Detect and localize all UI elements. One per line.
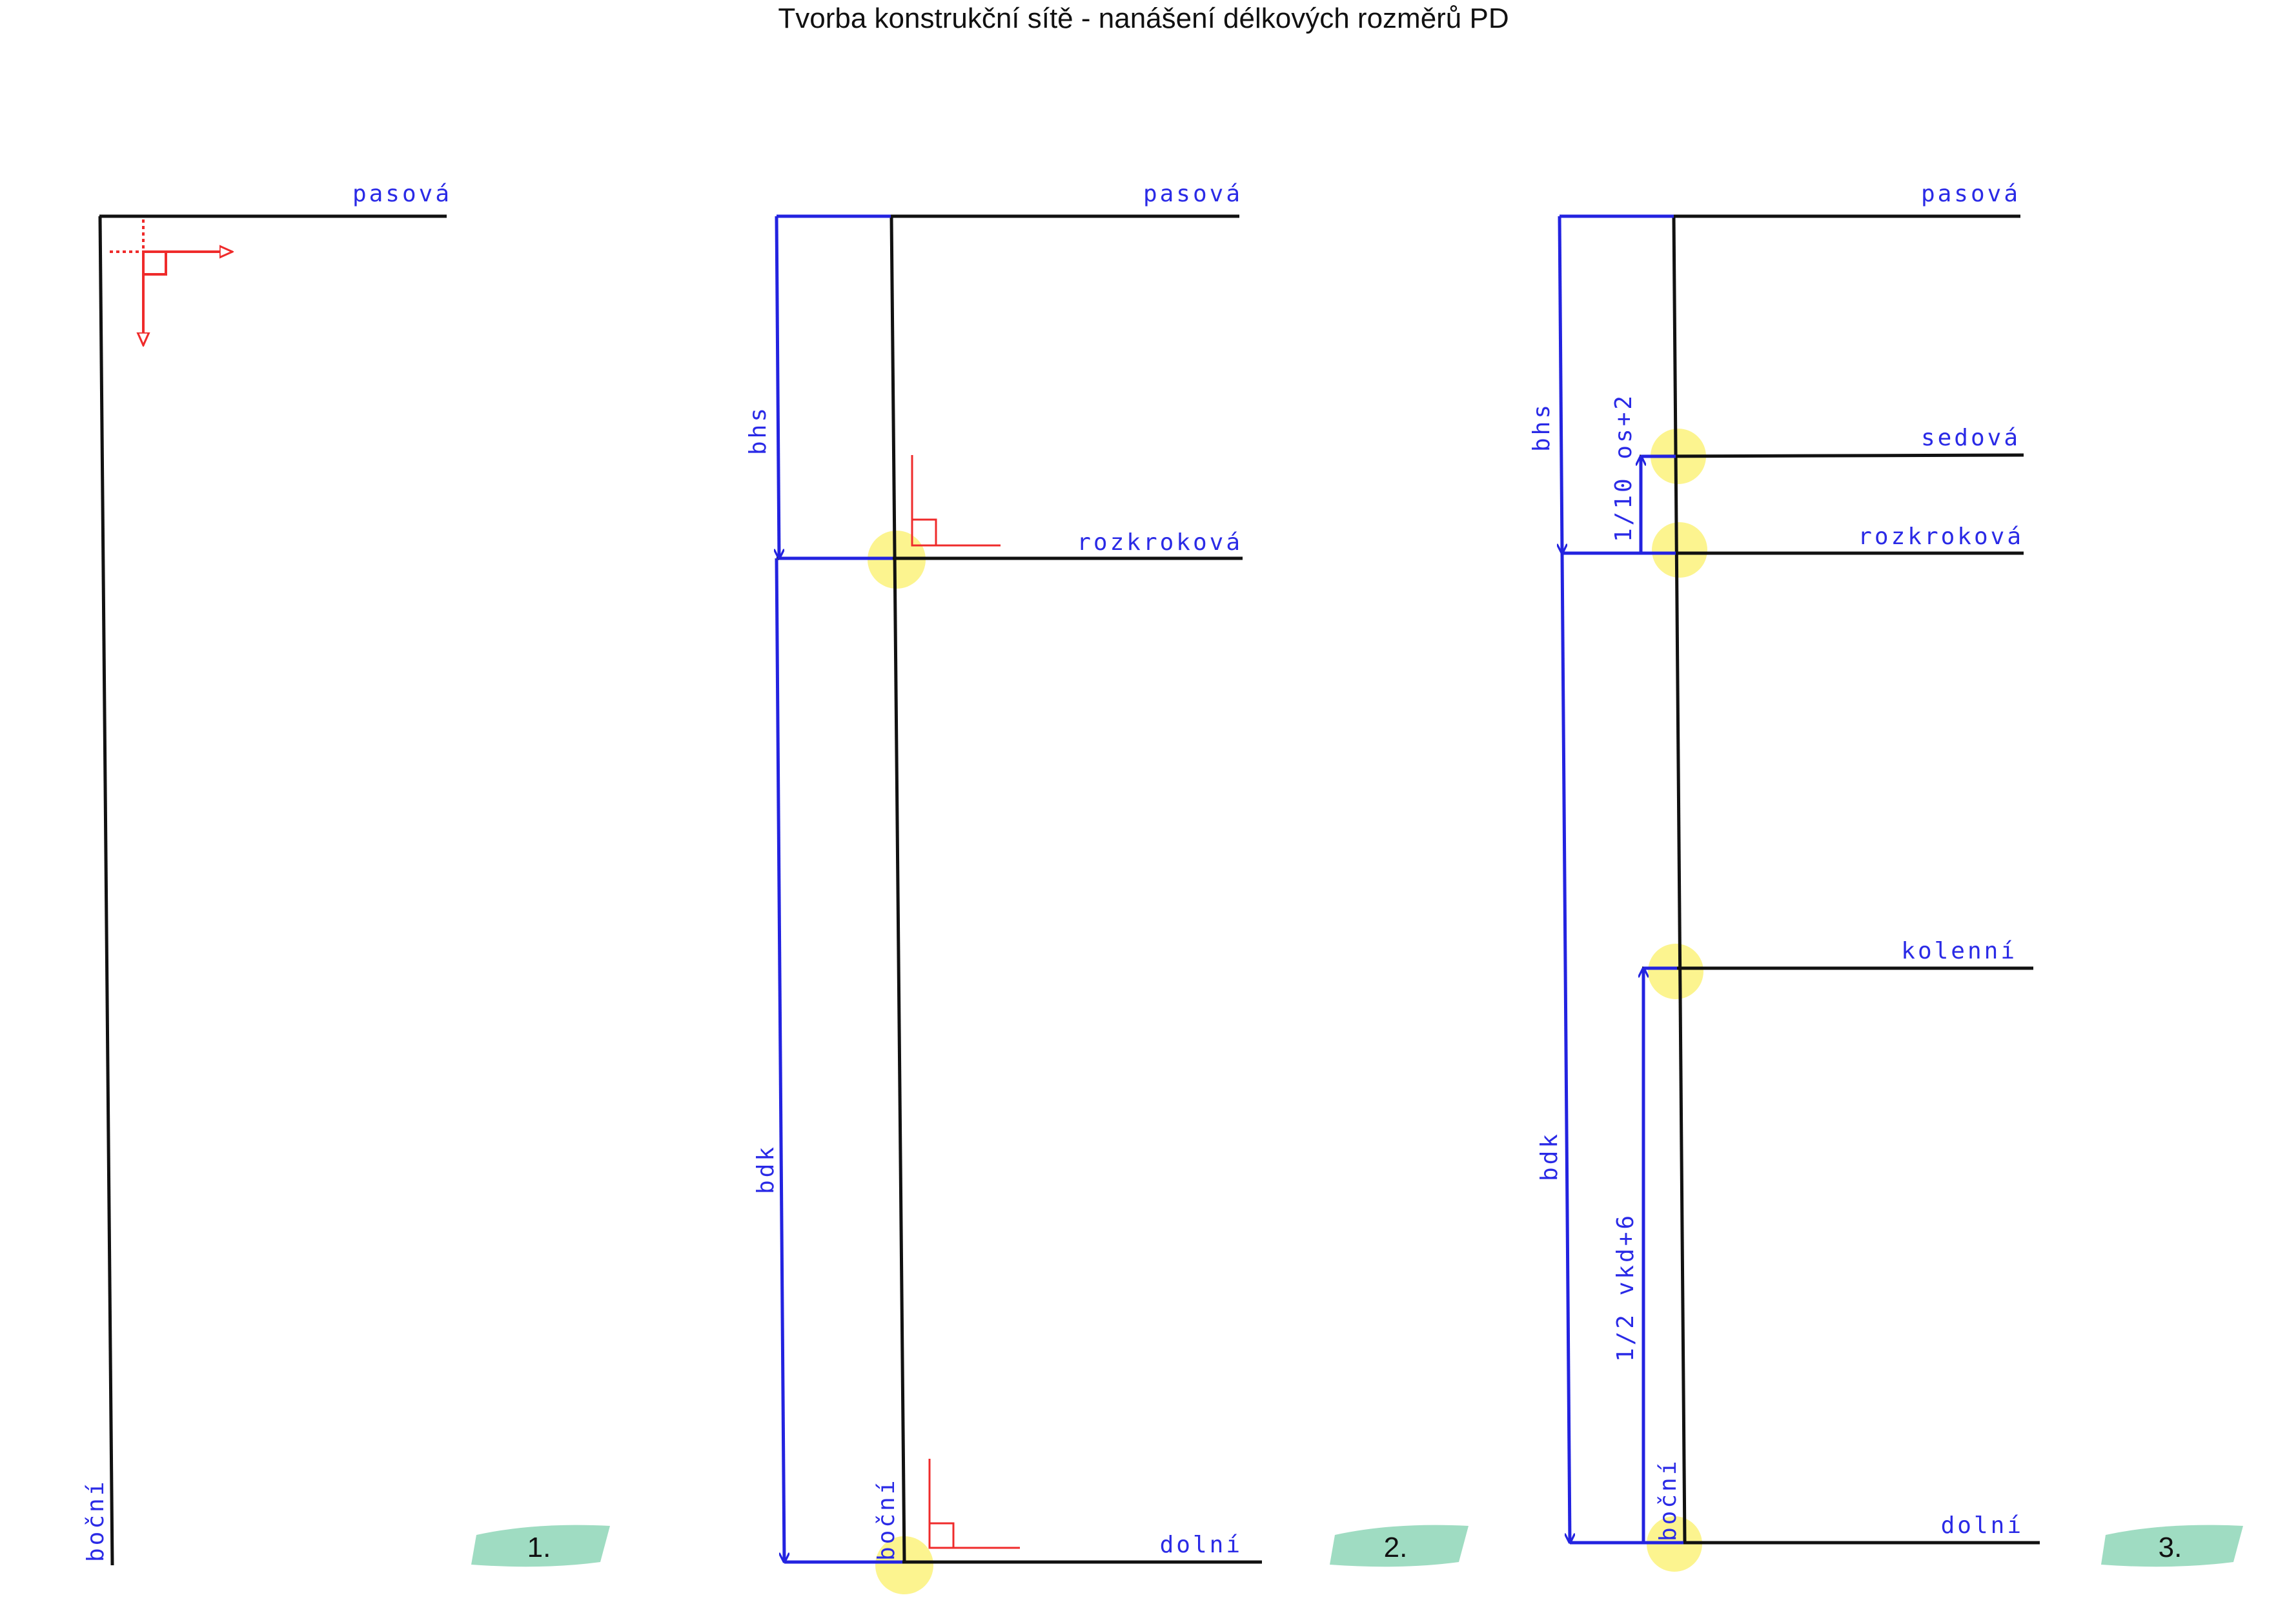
side-line: [1672, 216, 1687, 1543]
knee-point-highlight: [1648, 944, 1703, 999]
step-number: 1.: [527, 1532, 551, 1563]
crotch-line-label: rozkroková: [1858, 523, 2024, 550]
hem-line-label: dolní: [1941, 1512, 2024, 1539]
seat-line-label: sedová: [1921, 425, 2020, 451]
seat-line: [1639, 453, 2024, 458]
bhs-measure: [777, 214, 893, 560]
step-number: 2.: [1384, 1532, 1408, 1563]
step-badge: 3.: [2101, 1525, 2243, 1567]
seat-formula-label: 1/10 os+2: [1611, 393, 1637, 542]
crotch-point-highlight: [1652, 522, 1707, 578]
knee-height-measure: [1643, 966, 1677, 1543]
panel-2: pasová rozkroková dolní boční bhs bdk 2.: [745, 181, 1469, 1594]
right-angle-marker-crotch: [911, 455, 1001, 547]
step-badge: 1.: [471, 1525, 610, 1567]
hem-line-label: dolní: [1160, 1532, 1243, 1558]
knee-line-label: kolenní: [1901, 938, 2017, 964]
crotch-line-label: rozkroková: [1077, 529, 1243, 556]
bhs-label: bhs: [745, 405, 771, 455]
bdk-label: bdk: [1536, 1132, 1563, 1181]
side-line-label: boční: [873, 1478, 900, 1561]
page-title: Tvorba konstrukční sítě - nanášení délko…: [778, 3, 1509, 34]
right-angle-marker-hem: [928, 1459, 1020, 1549]
knee-formula-label: 1/2 vkd+6: [1612, 1213, 1639, 1362]
side-line-label: boční: [83, 1479, 109, 1562]
bhs-measure: [1560, 214, 1676, 555]
panel-3: pasová sedová rozkroková kolenní dolní b…: [1529, 181, 2243, 1572]
bdk-label: bdk: [753, 1144, 779, 1194]
bdk-measure: [775, 558, 902, 1564]
bhs-label: bhs: [1529, 402, 1555, 452]
right-angle-marker: [110, 219, 232, 345]
hem-point-highlight: [875, 1536, 933, 1594]
seat-depth-measure: [1641, 454, 1676, 553]
panel-1: pasová boční 1.: [83, 181, 610, 1567]
side-line-label: boční: [1655, 1459, 1682, 1541]
waist-line-label: pasová: [1921, 181, 2020, 207]
step-badge: 2.: [1330, 1525, 1469, 1567]
bdk-measure: [1560, 553, 1683, 1545]
step-number: 3.: [2159, 1532, 2182, 1563]
waist-line-label: pasová: [1143, 181, 1243, 207]
side-line: [889, 216, 906, 1563]
waist-line-label: pasová: [352, 181, 452, 207]
side-line: [98, 216, 114, 1566]
